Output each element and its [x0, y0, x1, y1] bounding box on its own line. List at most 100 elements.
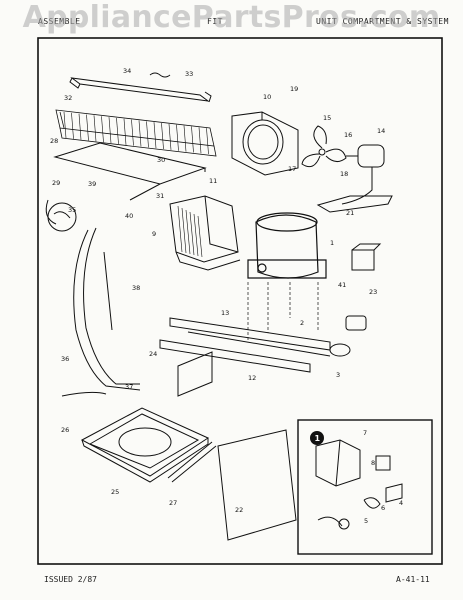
inset-parts — [315, 439, 403, 530]
callout-21: 21 — [346, 209, 354, 217]
callout-34: 34 — [123, 67, 131, 75]
fin-line — [123, 118, 127, 145]
callout-11: 11 — [209, 177, 217, 185]
fin-line — [108, 117, 112, 144]
fin-line — [176, 124, 179, 151]
fin-line — [153, 122, 157, 149]
footer-issued: ISSUED 2/87 — [44, 575, 97, 584]
callout-22: 22 — [235, 506, 243, 514]
callout-40: 40 — [125, 212, 133, 220]
callout-4: 4 — [399, 499, 403, 507]
callout-35: 35 — [68, 206, 76, 214]
callout-17: 17 — [288, 165, 296, 173]
callout-24: 24 — [149, 350, 157, 358]
inset-marker-label: 1 — [315, 434, 321, 443]
fin-line — [206, 128, 209, 155]
callout-28: 28 — [50, 137, 58, 145]
callout-2: 2 — [300, 319, 304, 327]
callout-23: 23 — [369, 288, 377, 296]
fin-line — [116, 117, 119, 144]
block-fin-line — [177, 205, 183, 253]
callout-19: 19 — [290, 85, 298, 93]
callout-16: 16 — [344, 131, 352, 139]
footer-page-ref: A-41-11 — [396, 575, 430, 584]
callout-29: 29 — [52, 179, 60, 187]
header-center: FIT — [207, 17, 223, 26]
block-fin-line — [197, 215, 203, 258]
drip-tray-part — [45, 142, 207, 225]
callout-18: 18 — [340, 170, 348, 178]
fan-shroud-part — [231, 111, 299, 176]
fin-line — [138, 120, 142, 147]
callout-5: 5 — [364, 517, 368, 525]
callout-39: 39 — [88, 180, 96, 188]
relay-23 — [345, 315, 367, 331]
inset-detail-box — [297, 419, 433, 555]
base-rail-part — [159, 317, 331, 397]
condenser-coil-part — [55, 109, 217, 157]
block-fin-line — [193, 213, 199, 257]
watermark: AppliancePartsPros.com — [22, 0, 441, 35]
coil-block-part — [169, 195, 241, 271]
callout-30: 30 — [157, 156, 165, 164]
block-fin-line — [185, 209, 191, 255]
callout-1: 1 — [330, 239, 334, 247]
relay-41 — [351, 243, 382, 271]
callout-37: 37 — [125, 383, 133, 391]
callout-31: 31 — [156, 192, 164, 200]
callout-15: 15 — [323, 114, 331, 122]
fin-line — [63, 111, 67, 139]
mounting-guides — [247, 282, 319, 340]
callout-12: 12 — [248, 374, 256, 382]
callout-7: 7 — [363, 429, 367, 437]
fin-line — [71, 112, 74, 139]
diagram-border — [37, 37, 443, 565]
callout-38: 38 — [132, 284, 140, 292]
coil-block-fins — [177, 205, 203, 258]
fin-line — [183, 125, 187, 152]
callout-41: 41 — [338, 281, 346, 289]
fin-line — [146, 121, 149, 148]
bracket-21 — [316, 195, 393, 213]
callout-9: 9 — [152, 230, 156, 238]
callout-26: 26 — [61, 426, 69, 434]
callout-14: 14 — [377, 127, 385, 135]
callout-27: 27 — [169, 499, 177, 507]
callout-33: 33 — [185, 70, 193, 78]
fin-line — [198, 127, 202, 154]
block-fin-line — [181, 207, 187, 254]
tubing-part — [61, 227, 141, 397]
fin-line — [191, 126, 194, 153]
header-left: ASSEMBLE — [38, 17, 81, 26]
condenser-fins — [63, 111, 209, 155]
callout-3: 3 — [336, 371, 340, 379]
fin-line — [161, 123, 164, 150]
compressor-part — [247, 212, 327, 279]
fin-line — [86, 114, 89, 141]
fin-line — [131, 119, 134, 146]
callout-36: 36 — [61, 355, 69, 363]
callout-32: 32 — [64, 94, 72, 102]
callout-8: 8 — [371, 459, 375, 467]
clip-detail-35 — [47, 202, 77, 232]
callout-6: 6 — [381, 504, 385, 512]
inset-marker — [310, 431, 324, 445]
fan-blade-part — [301, 125, 347, 168]
drain-pan-part — [80, 407, 210, 483]
fin-line — [93, 115, 97, 142]
fin-line — [168, 123, 172, 150]
rod-27 — [167, 441, 217, 483]
fin-line — [101, 116, 104, 143]
top-rail-part — [69, 72, 212, 103]
fin-line — [78, 113, 82, 140]
cover-panel-part — [217, 429, 297, 541]
fan-motor-part — [341, 144, 385, 205]
bracket-3 — [329, 343, 351, 357]
header-right: UNIT COMPARTMENT & SYSTEM — [316, 17, 449, 26]
callout-13: 13 — [221, 309, 229, 317]
block-fin-line — [189, 211, 195, 256]
callout-25: 25 — [111, 488, 119, 496]
